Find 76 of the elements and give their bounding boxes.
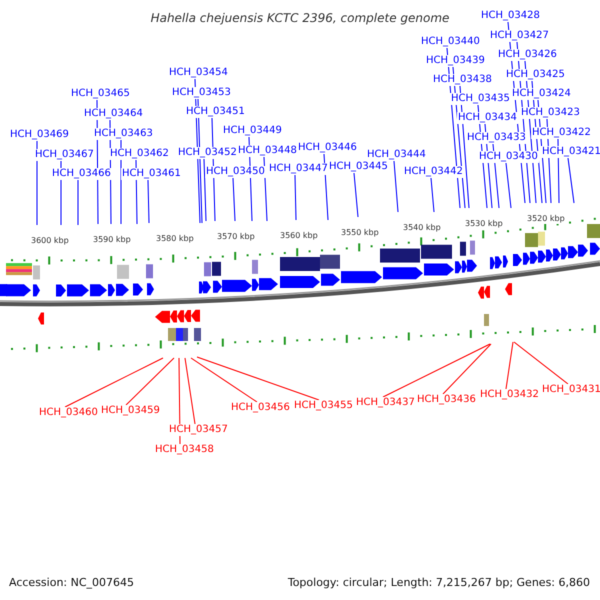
leader-line xyxy=(126,358,174,406)
gene-label: HCH_03424 xyxy=(511,88,572,100)
gene-label: HCH_03426 xyxy=(497,49,558,61)
leader-line xyxy=(294,174,296,220)
gene-label: HCH_03434 xyxy=(457,112,518,124)
gene-label: HCH_03442 xyxy=(403,166,464,178)
scale-label: 3590 kbp xyxy=(93,235,131,245)
gene-label: HCH_03428 xyxy=(480,10,541,22)
leader-line xyxy=(382,344,490,398)
leader-line xyxy=(190,358,258,402)
leader-line xyxy=(204,158,206,222)
scale-label: 3560 kbp xyxy=(280,231,318,241)
scale-label: 3530 kbp xyxy=(465,219,503,229)
gene-label: HCH_03431 xyxy=(541,384,600,396)
gene-label: HCH_03423 xyxy=(520,107,581,119)
gene-label: HCH_03436 xyxy=(416,394,477,406)
gene-label: HCH_03454 xyxy=(168,67,229,79)
leader-line xyxy=(442,344,492,394)
leader-line xyxy=(184,358,196,424)
gene-label: HCH_03430 xyxy=(478,151,539,163)
gene-label: HCH_03463 xyxy=(93,128,154,140)
gene-label: HCH_03440 xyxy=(420,36,481,48)
scale-label: 3570 kbp xyxy=(217,232,255,242)
leader-line xyxy=(64,358,164,408)
scale-label: 3580 kbp xyxy=(156,234,194,244)
leader-line xyxy=(568,158,574,204)
gene-label: HCH_03427 xyxy=(489,30,550,42)
leader-line xyxy=(514,342,568,384)
leader-line xyxy=(178,358,180,444)
gene-label: HCH_03460 xyxy=(38,407,99,419)
gene-label: HCH_03457 xyxy=(168,424,229,436)
gene-label: HCH_03447 xyxy=(268,163,329,175)
leader-line xyxy=(506,162,512,208)
leader-line xyxy=(196,356,320,400)
leader-line xyxy=(430,178,434,212)
gene-label: HCH_03450 xyxy=(205,166,266,178)
gene-label: HCH_03465 xyxy=(70,88,131,100)
leader-line xyxy=(354,172,358,218)
gene-label: HCH_03435 xyxy=(450,93,511,105)
gene-label: HCH_03439 xyxy=(425,55,486,67)
gene-label: HCH_03455 xyxy=(293,400,354,412)
gene-label: HCH_03432 xyxy=(479,389,540,401)
gene-label: HCH_03467 xyxy=(34,149,95,161)
genome-stats-text: Topology: circular; Length: 7,215,267 bp; Genes: 6,860 xyxy=(288,576,590,589)
gene-label: HCH_03433 xyxy=(466,132,527,144)
gene-label: HCH_03449 xyxy=(222,125,283,137)
gene-label: HCH_03452 xyxy=(177,147,238,159)
scale-label: 3520 kbp xyxy=(527,214,565,224)
gene-label: HCH_03458 xyxy=(154,444,215,456)
gene-label: HCH_03437 xyxy=(355,397,416,409)
gene-label: HCH_03422 xyxy=(531,127,592,139)
gene-label: HCH_03462 xyxy=(109,148,170,160)
gene-label: HCH_03421 xyxy=(541,146,600,158)
gene-label: HCH_03453 xyxy=(171,87,232,99)
gene-label: HCH_03459 xyxy=(100,405,161,417)
gene-label: HCH_03451 xyxy=(185,106,246,118)
gene-label: HCH_03425 xyxy=(505,69,566,81)
gene-label: HCH_03445 xyxy=(328,161,389,173)
gene-label: HCH_03461 xyxy=(121,168,182,180)
leader-line xyxy=(506,342,514,390)
gene-label: HCH_03456 xyxy=(230,402,291,414)
gene-label: HCH_03446 xyxy=(297,142,358,154)
gene-label: HCH_03448 xyxy=(237,145,298,157)
scale-label: 3600 kbp xyxy=(31,236,69,246)
leader-line xyxy=(394,160,398,212)
leader-line xyxy=(148,180,150,224)
title: Hahella chejuensis KCTC 2396, complete genome xyxy=(150,11,450,25)
gene-label: HCH_03466 xyxy=(51,168,112,180)
scale-label: 3540 kbp xyxy=(403,223,441,233)
leader-line xyxy=(232,178,236,222)
scale-label: 3550 kbp xyxy=(341,228,379,238)
gene-label: HCH_03438 xyxy=(432,74,493,86)
gene-label: HCH_03464 xyxy=(83,108,144,120)
gene-label: HCH_03469 xyxy=(9,129,70,141)
gene-label: HCH_03444 xyxy=(366,149,427,161)
accession-text: Accession: NC_007645 xyxy=(9,576,134,589)
